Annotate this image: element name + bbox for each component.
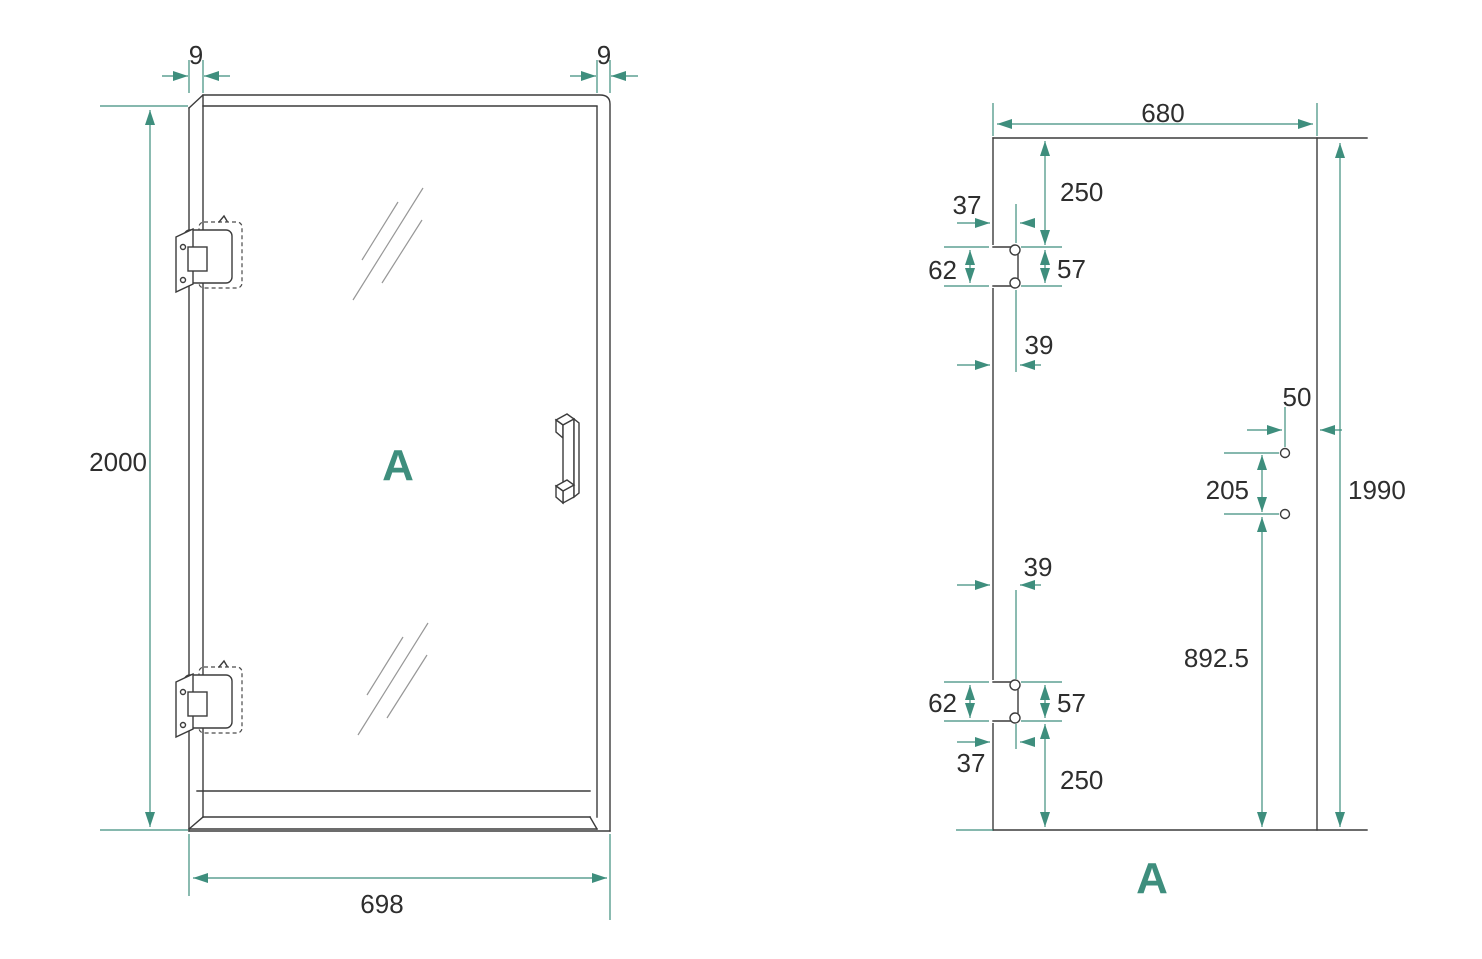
dim-label-205: 205 [1206,475,1249,505]
dimension-extension-lines-left-view [100,60,611,920]
panel-label-glass: A [1136,854,1168,903]
dim-label-50: 50 [1283,382,1312,412]
dim-label-1990: 1990 [1348,475,1406,505]
door-elevation-view: A 9 9 2000 698 [89,40,638,920]
glass-panel-outline [992,137,1368,831]
dimension-205: 205 [1206,455,1267,512]
dimension-62-bottom: 62 [928,685,975,718]
dimension-50: 50 [1247,382,1342,435]
door-handle [554,413,580,505]
dim-label-892-5: 892.5 [1184,643,1249,673]
dim-label-250-bottom: 250 [1060,765,1103,795]
dimension-57-top: 57 [1040,250,1086,284]
glass-panel-view: 680 1990 250 37 62 57 39 [928,98,1406,903]
hinge-top [175,215,243,293]
panel-label-elevation: A [382,441,414,490]
dimension-1990: 1990 [1335,143,1406,827]
top-hinge-cutout [990,244,1022,289]
dimension-250-bottom: 250 [1040,724,1103,827]
glass-reflection-lines [352,187,429,736]
dimension-57-bottom: 57 [1040,685,1086,718]
dimension-250-top: 250 [1040,141,1103,245]
dimension-37-bottom: 37 [957,737,1035,778]
dim-label-39-top: 39 [1025,330,1054,360]
dimension-39-bottom: 39 [957,552,1053,590]
dim-label-57-bottom: 57 [1057,688,1086,718]
dimension-extension-lines-right-view [944,103,1318,831]
handle-holes [1279,447,1291,520]
dimension-9-right: 9 [570,40,638,81]
dim-label-680: 680 [1141,98,1184,128]
dim-label-39-bottom: 39 [1024,552,1053,582]
dimension-680: 680 [997,98,1313,129]
dimension-37-top: 37 [953,190,1035,228]
hinge-bottom [175,660,243,738]
dimension-698: 698 [193,873,607,919]
door-frame-outline [188,94,611,832]
dim-label-37-top: 37 [953,190,982,220]
dim-label-698: 698 [360,889,403,919]
dim-label-62-top: 62 [928,255,957,285]
dimension-39-top: 39 [957,330,1054,370]
dim-label-2000: 2000 [89,447,147,477]
dimension-2000: 2000 [89,110,155,827]
dim-label-62-bottom: 62 [928,688,957,718]
dim-label-57-top: 57 [1057,254,1086,284]
dimension-9-left: 9 [162,40,230,81]
dim-label-37-bottom: 37 [957,748,986,778]
dim-label-9-left: 9 [189,40,203,70]
dim-label-9-right: 9 [597,40,611,70]
bottom-hinge-cutout [990,679,1022,724]
dimension-892-5: 892.5 [1184,517,1267,827]
dimension-62-top: 62 [928,250,975,285]
dim-label-250-top: 250 [1060,177,1103,207]
